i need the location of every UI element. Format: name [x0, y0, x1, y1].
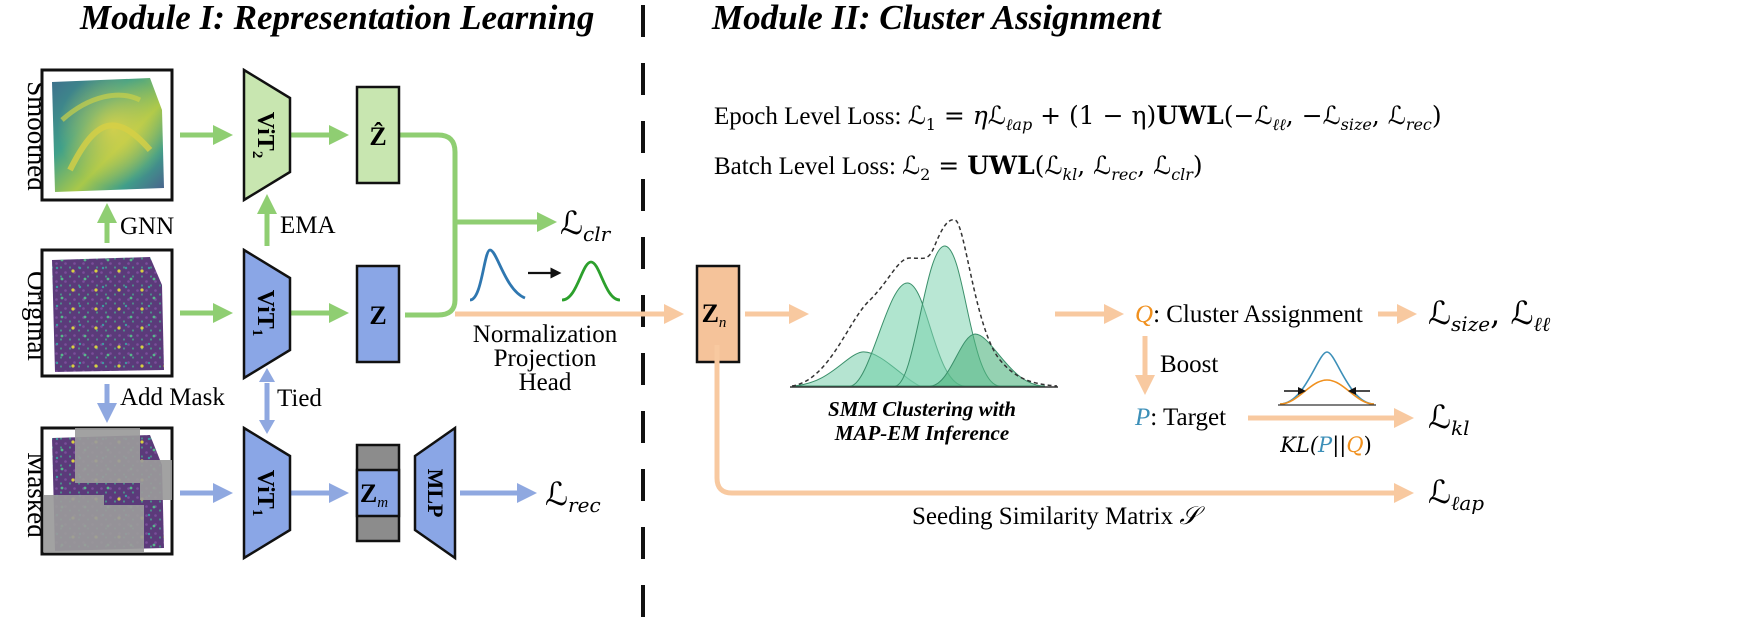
- svg-text:Ẑ: Ẑ: [369, 122, 386, 151]
- seeding-similarity-label: Seeding Similarity Matrix 𝒮: [912, 501, 1205, 530]
- svg-text:ViT2: ViT2: [249, 112, 278, 159]
- add-mask-label: Add Mask: [120, 384, 225, 411]
- normalization-curves-icon: [469, 248, 621, 302]
- tissue-original-image: [40, 248, 174, 378]
- tied-arrow-top: [259, 368, 275, 382]
- zm-embedding: Zm: [355, 443, 401, 543]
- loss-size-ll: ℒsize, ℒℓℓ: [1428, 294, 1551, 336]
- head-label-line3: Head: [519, 369, 572, 396]
- z-hat-embedding: Ẑ: [355, 85, 401, 185]
- kl-distributions-icon: [1278, 351, 1376, 406]
- vit1-masked-encoder: ViT1: [242, 425, 292, 561]
- vit1-encoder: ViT1: [242, 247, 292, 381]
- tied-arrow-bottom: [259, 420, 275, 434]
- mlp-decoder: MLP: [413, 425, 457, 561]
- vit2-encoder: ViT2: [242, 67, 292, 203]
- arrow-zhat-to-clr: [400, 132, 458, 318]
- kl-label: KL(P||Q): [1279, 433, 1372, 458]
- svg-text:ViT1: ViT1: [249, 470, 278, 517]
- loss-rec: ℒrec: [545, 475, 601, 517]
- gnn-label: GNN: [120, 213, 174, 240]
- z-embedding: Z: [355, 264, 401, 364]
- target-label: P: Target: [1134, 404, 1226, 431]
- batch-loss-equation: Batch Level Loss: ℒ2 = UWL(ℒkl, ℒrec, ℒc…: [714, 151, 1203, 184]
- epoch-loss-equation: Epoch Level Loss: ℒ1 = ηℒℓap + (1 − η)UW…: [714, 101, 1442, 134]
- svg-text:Zm: Zm: [360, 479, 388, 511]
- svg-text:MLP: MLP: [423, 469, 448, 518]
- tissue-masked-image: [40, 426, 174, 556]
- tied-label: Tied: [277, 385, 322, 412]
- loss-lap: ℒℓap: [1428, 473, 1484, 515]
- ema-label: EMA: [280, 212, 336, 239]
- cluster-assignment-label: Q: Cluster Assignment: [1135, 301, 1363, 328]
- head-label-line2: Projection: [494, 345, 597, 372]
- module-1-title: Module I: Representation Learning: [79, 0, 594, 37]
- smm-mixture-icon: [790, 219, 1058, 388]
- svg-text:Z: Z: [369, 301, 386, 330]
- smm-label-line2: MAP-EM Inference: [834, 421, 1009, 445]
- tissue-smoothed-image: [40, 68, 174, 202]
- loss-kl: ℒkl: [1428, 398, 1470, 440]
- module-2-title: Module II: Cluster Assignment: [711, 0, 1162, 37]
- arrow-zn-to-lap: [714, 345, 1414, 503]
- svg-text:Zn: Zn: [702, 299, 727, 331]
- loss-clr: ℒclr: [560, 204, 612, 246]
- smm-label-line1: SMM Clustering with: [828, 397, 1016, 421]
- svg-text:ViT1: ViT1: [249, 290, 278, 337]
- head-label-line1: Normalization: [473, 321, 618, 348]
- boost-label: Boost: [1160, 351, 1218, 378]
